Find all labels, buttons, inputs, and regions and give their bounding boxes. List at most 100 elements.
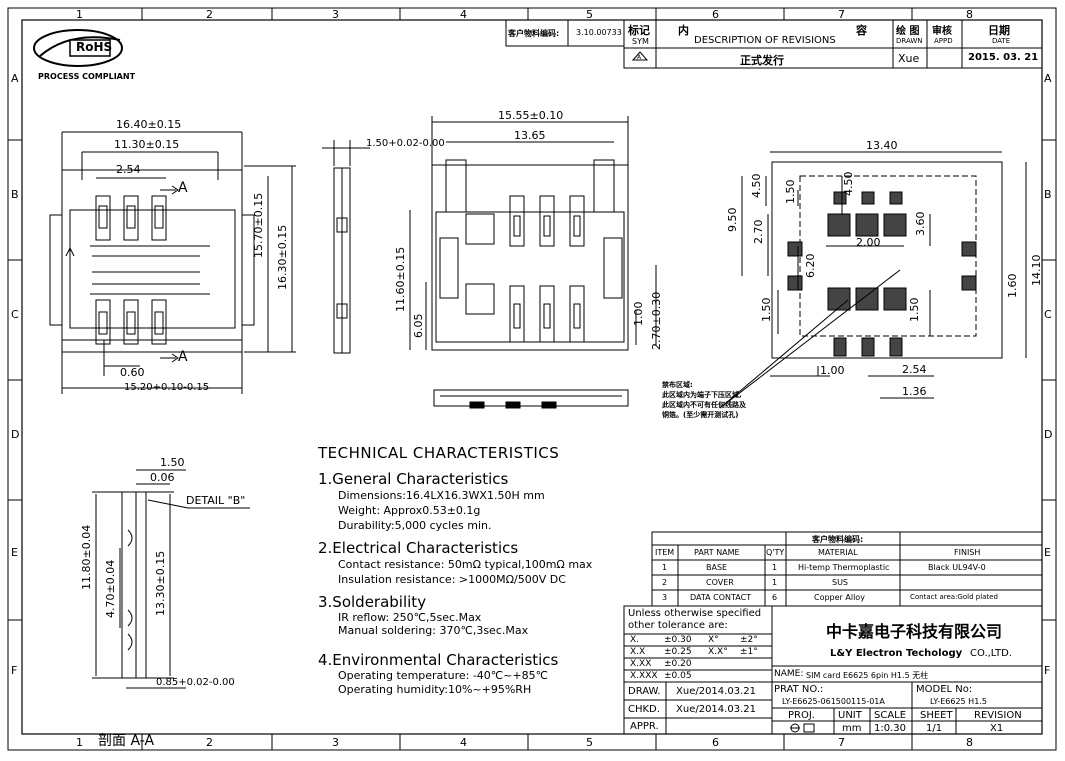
rev-col-desc-cn-2: 容 — [856, 24, 867, 37]
sheet-value: 1/1 — [926, 723, 943, 734]
rev-col-drawn: 绘 图 — [896, 26, 920, 37]
bom-cell: 1 — [772, 563, 778, 572]
bom-header-part: PART NAME — [694, 548, 740, 557]
proj-label: PROJ. — [788, 710, 815, 721]
dim-bot-h3: 1.00 — [632, 301, 645, 327]
row-mark-e: E — [11, 546, 18, 559]
dim-top-width: 16.40±0.15 — [116, 118, 182, 131]
detail-b-label: DETAIL "B" — [186, 494, 246, 507]
tech-s3-title: 3.Solderability — [318, 593, 427, 611]
dim-bottom-width: 15.20+0.10-0.15 — [124, 382, 210, 393]
bom-cell: DATA CONTACT — [690, 593, 752, 602]
tech-s2-title: 2.Electrical Characteristics — [318, 539, 519, 557]
dim-bot-width: 15.55±0.10 — [498, 109, 564, 122]
bom-cell: 3 — [662, 593, 668, 602]
appr-label: APPR. — [630, 721, 659, 732]
tolerance-cell: X.X — [630, 647, 646, 657]
tolerance-cell: ±0.05 — [664, 671, 692, 681]
dim-fp-h7: 6.20 — [804, 253, 817, 279]
col-mark-3: 3 — [332, 8, 339, 21]
bom-cell: Copper Alloy — [814, 593, 865, 602]
footprint-note-line: 禁布区域: — [662, 381, 693, 389]
section-arrow-label-top: A — [178, 180, 188, 196]
col-mark-7: 7 — [838, 8, 845, 21]
row-mark-e-right: E — [1044, 546, 1051, 559]
chkd-label: CHKD. — [628, 704, 660, 715]
section-aa-label: 剖面 A-A — [98, 733, 155, 749]
tech-s4-line: Operating temperature: -40℃~+85℃ — [338, 669, 548, 682]
dim-sec-w2: 0.06 — [150, 471, 175, 484]
tech-s1-title: 1.General Characteristics — [318, 470, 509, 488]
row-mark-b: B — [11, 188, 19, 201]
scale-label: SCALE — [874, 710, 907, 721]
name-label: NAME: — [774, 669, 804, 679]
bom-header-material: MATERIAL — [818, 548, 858, 557]
footprint-note: 禁布区域: 此区域内为端子下压区域, 此区域内不可有任何线路及 铜箔。(至少需开… — [662, 380, 746, 420]
dim-fp-pitch: 2.00 — [856, 236, 881, 249]
dim-fp-h8: 14.10 — [1030, 254, 1043, 287]
bom-cell: Black UL94V-0 — [928, 563, 986, 572]
dim-fp-width: 13.40 — [866, 139, 898, 152]
row-mark-c-right: C — [1044, 308, 1052, 321]
dim-fp-h1: 9.50 — [726, 207, 739, 233]
tech-s3-line: Manual soldering: 370℃,3sec.Max — [338, 624, 529, 637]
dim-height-1: 15.70±0.15 — [252, 192, 265, 258]
bom-cell: 1 — [662, 563, 668, 572]
dim-fp-h2: 4.50 — [750, 173, 763, 199]
bom-cell: Hi-temp Thermoplastic — [798, 563, 890, 572]
part-no-label: 客户物料编码: — [508, 29, 560, 38]
col-mark-6: 6 — [712, 8, 719, 21]
bom-header-finish: FINISH — [954, 548, 981, 557]
bom-header-qty: Q'TY — [766, 548, 785, 557]
rohs-logo — [33, 29, 123, 67]
draw-value: Xue/2014.03.21 — [676, 686, 756, 697]
dim-fp-pitch2: 2.54 — [902, 363, 927, 376]
top-view — [49, 131, 296, 394]
dim-height-2: 16.30±0.15 — [276, 224, 289, 290]
row-mark-f-right: F — [1044, 664, 1051, 677]
col-mark-4: 4 — [460, 8, 467, 21]
company-name-suffix: CO.,LTD. — [970, 648, 1012, 659]
dim-fp-h4: 4.50 — [842, 171, 855, 197]
dim-bot-h4: 2.70±0.30 — [650, 291, 663, 350]
tech-s4-title: 4.Environmental Characteristics — [318, 651, 559, 669]
model-label: MODEL No: — [916, 684, 973, 695]
unit-label: UNIT — [838, 710, 862, 721]
dim-fp-h11: 1.50 — [908, 297, 921, 323]
rev-col-date-en: DATE — [992, 37, 1011, 45]
row-mark-b-right: B — [1044, 188, 1052, 201]
rev-col-desc-cn-1: 内 — [678, 24, 689, 37]
row-mark-d-right: D — [1044, 428, 1053, 441]
revision-label: REVISION — [974, 710, 1022, 721]
col-mark-8-bottom: 8 — [966, 736, 973, 749]
row-mark-c: C — [11, 308, 19, 321]
tolerance-cell: X.X° — [708, 647, 728, 657]
dim-fp-h3: 1.50 — [784, 179, 797, 205]
company-name-cn: 中卡嘉电子科技有限公司 — [826, 622, 1003, 641]
row-mark-d: D — [11, 428, 20, 441]
bom-cell: Contact area:Gold plated — [910, 593, 998, 601]
prat-value: LY-E6625-061500115-01A — [782, 697, 885, 706]
rohs-logo-text: RoHS — [76, 40, 113, 54]
dim-inner-width: 11.30±0.15 — [114, 138, 180, 151]
rev-col-mark-en: SYM — [632, 37, 649, 46]
tech-s2-line: Insulation resistance: >1000MΩ/500V DC — [338, 573, 566, 586]
tech-s1-line: Weight: Approx0.53±0.1g — [338, 504, 481, 517]
dim-fp-h9: 1.60 — [1006, 273, 1019, 299]
sheet-label: SHEET — [920, 710, 953, 721]
bom-header-item: ITEM — [655, 548, 675, 557]
dim-thickness: 1.50+0.02-0.00 — [366, 138, 445, 149]
tech-s4-line: Operating humidity:10%~+95%RH — [338, 683, 532, 696]
dim-bot-h2: 6.05 — [412, 313, 425, 339]
tolerance-cell: X. — [630, 635, 640, 645]
col-mark-8: 8 — [966, 8, 973, 21]
bom-caption: 客户物料编码: — [812, 535, 864, 544]
col-mark-1: 1 — [76, 8, 83, 21]
dim-pitch: 2.54 — [116, 163, 141, 176]
dim-fp-h5: 2.70 — [752, 219, 765, 245]
dim-sec-h2: 4.70±0.04 — [104, 559, 117, 618]
rev-row-date: 2015. 03. 21 — [968, 52, 1039, 63]
tech-title: TECHNICAL CHARACTERISTICS — [318, 444, 560, 462]
tolerance-cell: ±0.20 — [664, 659, 692, 669]
